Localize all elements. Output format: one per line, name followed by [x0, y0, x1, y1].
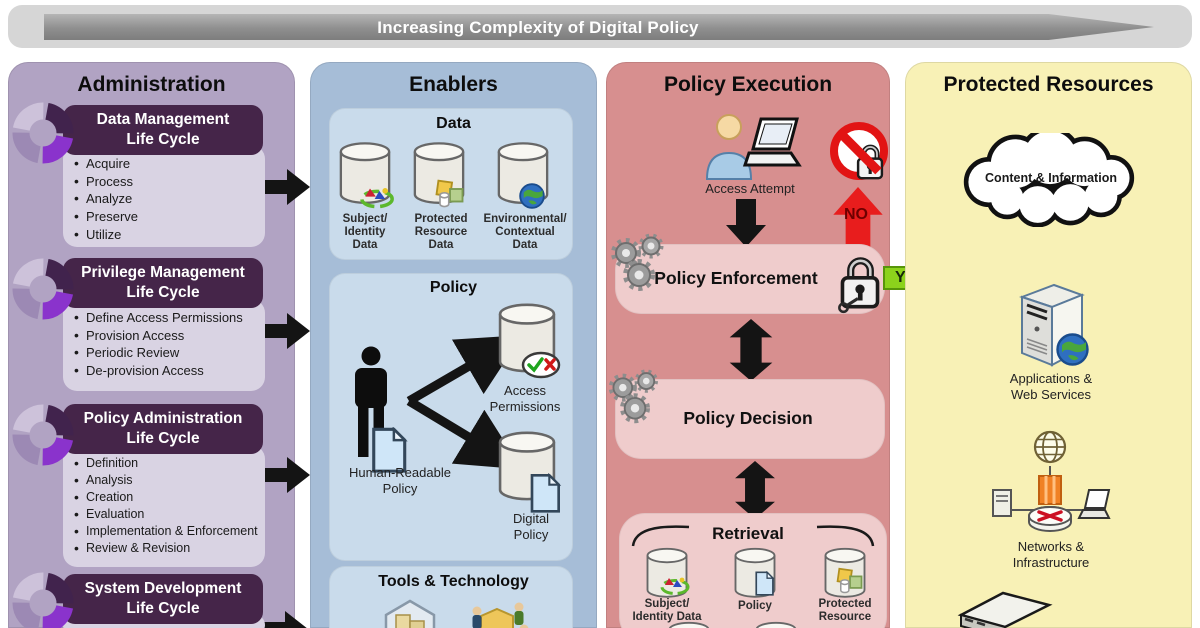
identity-people-icon — [660, 576, 690, 595]
network-switch-icon — [957, 591, 1053, 628]
tools-box — [329, 566, 573, 628]
no-arrow-icon — [833, 187, 883, 257]
card-title-privilege-management: Privilege Management Life Cycle — [63, 258, 263, 309]
retrieval-label: Retrieval — [712, 524, 784, 543]
padlock-key-icon — [838, 251, 885, 314]
policy-enforcement-label: Policy Enforcement — [654, 268, 818, 288]
component-lattice-icon — [384, 599, 436, 628]
lifecycle-icon — [9, 401, 77, 469]
arrow-down-icon — [726, 199, 766, 247]
double-arrow-icon — [735, 461, 775, 519]
list-item: Implementation & Enforcement — [71, 522, 259, 541]
list-item: Process — [71, 172, 259, 191]
list-item: Preserve — [71, 207, 259, 226]
policy-execution-column: Policy Execution Access Attempt NO Polic… — [605, 62, 949, 628]
policy-administration-items: Definition Analysis Creation Evaluation … — [63, 445, 265, 567]
arrow-right-icon — [260, 169, 310, 205]
arrow-right-icon — [260, 313, 310, 349]
applications-web-services-label: Applications & Web Services — [1009, 371, 1093, 403]
no-label: NO — [844, 206, 868, 223]
brace-decoration — [631, 525, 875, 547]
cylinder-label: Protected Resource — [818, 598, 872, 624]
cylinder-label: Subject/ Identity Data — [342, 213, 388, 252]
list-item: Definition — [71, 454, 259, 473]
card-title-system-development: System Development Life Cycle — [63, 574, 263, 625]
cylinder-label: Subject/ Identity Data — [632, 598, 702, 624]
network-diagram-icon — [992, 430, 1111, 532]
privilege-management-items: Define Access Permissions Provision Acce… — [63, 299, 265, 391]
content-information-label: Content & Information — [985, 171, 1117, 185]
access-permissions-label: Access Permissions — [489, 383, 561, 415]
data-box-title: Data — [436, 115, 471, 132]
document-icon — [755, 571, 774, 596]
policy-execution-title: Policy Execution — [663, 73, 833, 96]
cylinder-label: Environmental/ Contextual Data — [483, 213, 567, 252]
tools-box-title: Tools & Technology — [378, 573, 529, 590]
protected-resources-title: Protected Resources — [943, 73, 1154, 96]
networks-infrastructure-label: Networks & Infrastructure — [1012, 539, 1090, 571]
banner-arrow-shape — [44, 14, 1154, 40]
administration-title: Administration — [77, 73, 226, 96]
gears-icon — [605, 367, 665, 427]
people-collaboration-icon — [472, 602, 529, 628]
globe-icon — [519, 183, 545, 209]
list-item: Define Access Permissions — [71, 308, 259, 327]
branch-arrows-icon — [406, 335, 515, 470]
database-cylinder-icon — [755, 621, 797, 628]
lifecycle-icon — [9, 99, 77, 167]
server-icon — [1019, 283, 1089, 367]
protected-resources-column: Protected Resources Content & Informatio… — [905, 62, 1192, 628]
policy-enforcement-box — [615, 244, 885, 314]
check-x-badge-icon — [521, 351, 561, 379]
resource-cubes-icon — [435, 179, 464, 208]
data-management-items: Acquire Process Analyze Preserve Utilize — [63, 145, 265, 247]
policy-box-title: Policy — [429, 279, 478, 296]
banner-title: Increasing Complexity of Digital Policy — [377, 18, 699, 37]
enablers-column: Enablers Data Subject/ Identity Data Pro… — [310, 62, 597, 628]
list-item: De-provision Access — [71, 361, 259, 380]
list-item: Acquire — [71, 154, 259, 173]
card-title-policy-administration: Policy Administration Life Cycle — [63, 404, 263, 455]
cylinder-label: Policy — [738, 600, 772, 612]
lifecycle-icon — [9, 255, 77, 323]
document-icon — [530, 474, 561, 513]
access-denied-icon — [830, 122, 888, 181]
human-readable-policy-label: Human-Readable Policy — [349, 465, 451, 497]
double-arrow-icon — [729, 319, 773, 381]
database-cylinder-icon — [668, 621, 710, 628]
list-item: Review & Revision — [71, 539, 259, 558]
access-attempt-label: Access Attempt — [705, 181, 795, 196]
list-item: Evaluation — [71, 505, 259, 524]
list-item: Creation — [71, 488, 259, 507]
resource-cubes-icon — [836, 567, 863, 594]
list-item: Utilize — [71, 225, 259, 244]
policy-decision-box — [615, 379, 885, 459]
lifecycle-icon — [9, 569, 77, 628]
policy-decision-label: Policy Decision — [683, 408, 813, 428]
gears-icon — [607, 231, 671, 295]
card-title-data-management: Data Management Life Cycle — [63, 105, 263, 156]
identity-people-icon — [360, 186, 394, 209]
list-item: Analyze — [71, 189, 259, 208]
user-laptop-icon — [705, 114, 802, 180]
arrow-right-icon — [258, 611, 308, 628]
administration-column: Administration Data Management Life Cycl… — [8, 62, 295, 628]
list-item: Provision Access — [71, 326, 259, 345]
cylinder-label: Protected Resource Data — [414, 213, 468, 252]
enablers-title: Enablers — [409, 73, 498, 96]
list-item: Periodic Review — [71, 343, 259, 362]
complexity-banner: Increasing Complexity of Digital Policy — [8, 5, 1192, 48]
arrow-right-icon — [260, 457, 310, 493]
cloud-icon — [963, 133, 1135, 227]
digital-policy-label: Digital Policy — [512, 511, 550, 543]
list-item: Analysis — [71, 471, 259, 490]
person-silhouette-icon — [355, 346, 387, 457]
